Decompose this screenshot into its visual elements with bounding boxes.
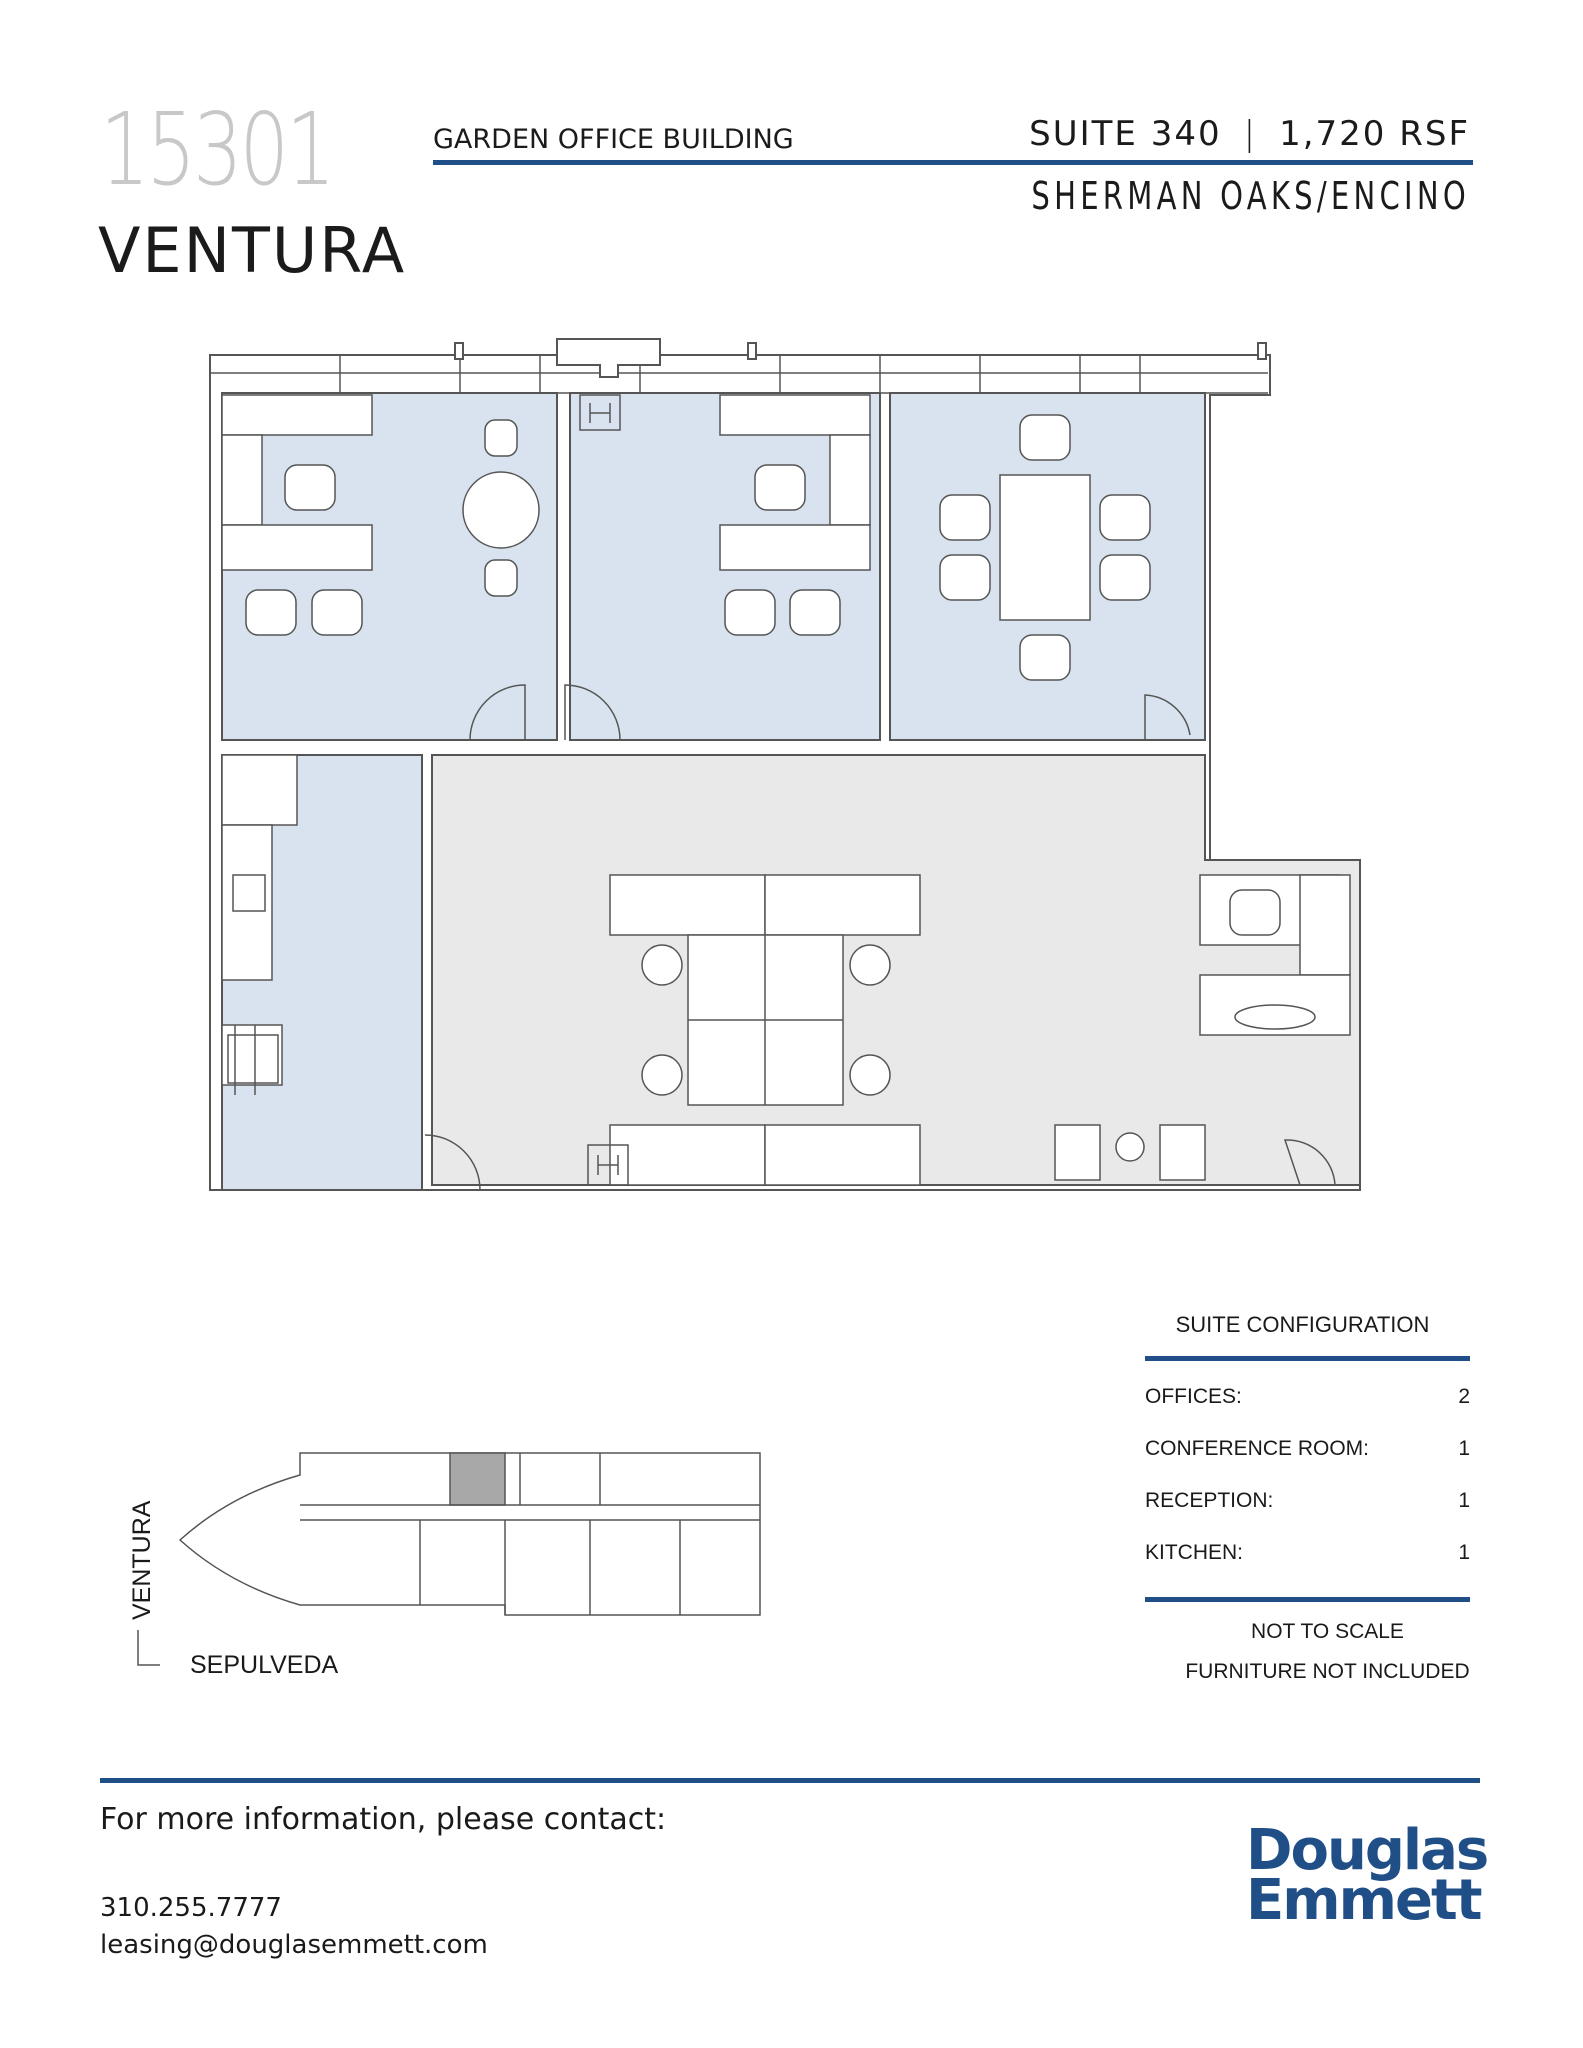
configuration-label: KITCHEN: (1145, 1541, 1244, 1564)
configuration-row: KITCHEN: 1 (1145, 1527, 1470, 1579)
contact-phone[interactable]: 310.255.7777 (100, 1893, 282, 1923)
contact-email[interactable]: leasing@douglasemmett.com (100, 1930, 488, 1960)
configuration-rule-top (1145, 1356, 1470, 1361)
configuration-value: 1 (1458, 1437, 1470, 1460)
configuration-label: CONFERENCE ROOM: (1145, 1437, 1370, 1460)
suite-separator: | (1243, 114, 1258, 154)
configuration-value: 1 (1458, 1541, 1470, 1564)
douglas-emmett-logo: Douglas Emmett (1246, 1818, 1489, 1933)
note-not-to-scale: NOT TO SCALE (1251, 1620, 1404, 1643)
configuration-value: 1 (1458, 1489, 1470, 1512)
keymap-street-vertical: VENTURA (128, 1500, 156, 1620)
header-rule (433, 160, 1473, 165)
address-number: 15301 (100, 91, 336, 208)
configuration-row: OFFICES: 2 (1145, 1371, 1470, 1423)
contact-heading: For more information, please contact: (100, 1802, 667, 1837)
configuration-row: CONFERENCE ROOM: 1 (1145, 1423, 1470, 1475)
suite-info: SUITE 340 | 1,720 RSF (1029, 114, 1470, 154)
footer-rule (100, 1778, 1480, 1783)
note-furniture: FURNITURE NOT INCLUDED (1185, 1660, 1470, 1683)
logo-line-2: Emmett (1246, 1868, 1482, 1933)
configuration-value: 2 (1458, 1385, 1470, 1408)
suite-configuration-panel: SUITE CONFIGURATION OFFICES: 2 CONFERENC… (1145, 1312, 1470, 1692)
configuration-row: RECEPTION: 1 (1145, 1475, 1470, 1527)
key-plan-map: VENTURA SEPULVEDA (128, 1452, 761, 1679)
configuration-rule-bottom (1145, 1597, 1470, 1602)
address-street: VENTURA (98, 214, 407, 287)
keymap-street-horizontal: SEPULVEDA (190, 1651, 339, 1679)
configuration-label: RECEPTION: (1145, 1489, 1274, 1512)
building-name: GARDEN OFFICE BUILDING (433, 124, 794, 155)
suite-rsf: 1,720 RSF (1279, 114, 1470, 154)
configuration-label: OFFICES: (1145, 1385, 1242, 1408)
submarket-label: SHERMAN OAKS/ENCINO (1031, 174, 1470, 218)
configuration-title: SUITE CONFIGURATION (1175, 1312, 1430, 1337)
logo-line-1: Douglas (1246, 1818, 1489, 1883)
suite-number: SUITE 340 (1029, 114, 1222, 154)
floor-plan (209, 338, 1361, 1191)
